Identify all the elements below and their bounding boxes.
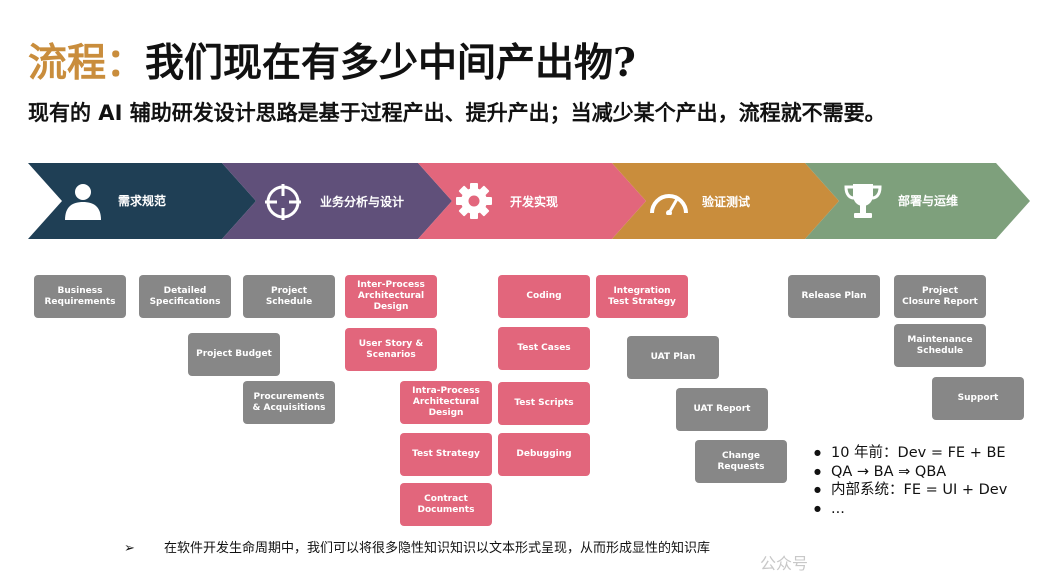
- artifact-change-requests: Change Requests: [695, 440, 787, 483]
- artifact-release-plan: Release Plan: [788, 275, 880, 318]
- artifact-uat-report: UAT Report: [676, 388, 768, 431]
- stage-chevron-2: [222, 163, 452, 239]
- artifact-inter-process-design: Inter-Process Architectural Design: [345, 275, 437, 318]
- stage-chevron-5: [805, 163, 1030, 239]
- artifact-uat-plan: UAT Plan: [627, 336, 719, 379]
- note-item: 内部系统：FE = UI + Dev: [814, 481, 1007, 500]
- title-main: 我们现在有多少中间产出物?: [145, 40, 636, 86]
- artifact-project-closure-report: Project Closure Report: [894, 275, 986, 318]
- artifact-integration-test-strategy: Integration Test Strategy: [596, 275, 688, 318]
- footer-text: 在软件开发生命周期中，我们可以将很多隐性知识知识以文本形式呈现，从而形成显性的知…: [164, 541, 711, 556]
- artifact-test-scripts: Test Scripts: [498, 382, 590, 425]
- artifact-contract-documents: Contract Documents: [400, 483, 492, 526]
- artifact-support: Support: [932, 377, 1024, 420]
- note-item: ...: [814, 500, 1007, 519]
- page-title: 流程：我们现在有多少中间产出物?: [28, 36, 636, 90]
- artifact-debugging: Debugging: [498, 433, 590, 476]
- stage-label-requirements: 需求规范: [118, 194, 167, 208]
- footer-statement: ➢ 在软件开发生命周期中，我们可以将很多隐性知识知识以文本形式呈现，从而形成显性的…: [124, 537, 710, 556]
- note-item: QA → BA ⇒ QBA: [814, 463, 1007, 482]
- artifact-project-schedule: Project Schedule: [243, 275, 335, 318]
- artifact-procurements: Procurements & Acquisitions: [243, 381, 335, 424]
- watermark: 公众号: [760, 554, 809, 573]
- artifact-maintenance-schedule: Maintenance Schedule: [894, 324, 986, 367]
- notes-list: 10 年前：Dev = FE + BE QA → BA ⇒ QBA 内部系统：F…: [814, 444, 1007, 518]
- note-item: 10 年前：Dev = FE + BE: [814, 444, 1007, 463]
- gear-icon: [456, 183, 492, 219]
- artifact-detailed-specifications: Detailed Specifications: [139, 275, 231, 318]
- artifact-user-story: User Story & Scenarios: [345, 328, 437, 371]
- title-accent: 流程：: [28, 40, 146, 86]
- artifact-coding: Coding: [498, 275, 590, 318]
- artifact-business-requirements: Business Requirements: [34, 275, 126, 318]
- artifact-project-budget: Project Budget: [188, 333, 280, 376]
- stage-chevron-4: [612, 163, 839, 239]
- gauge-icon: [650, 194, 688, 215]
- stage-label-development: 开发实现: [510, 195, 559, 209]
- page-subtitle: 现有的 AI 辅助研发设计思路是基于过程产出、提升产出；当减少某个产出，流程就不…: [28, 101, 886, 125]
- stage-label-analysis-design: 业务分析与设计: [320, 195, 405, 209]
- stage-label-testing: 验证测试: [702, 195, 751, 209]
- arrow-bullet-icon: ➢: [124, 541, 135, 556]
- crosshair-icon: [265, 184, 301, 220]
- artifact-test-strategy: Test Strategy: [400, 433, 492, 476]
- artifact-intra-process-design: Intra-Process Architectural Design: [400, 381, 492, 424]
- person-icon: [65, 184, 101, 220]
- stage-chevron-3: [418, 163, 646, 239]
- artifact-test-cases: Test Cases: [498, 327, 590, 370]
- trophy-icon: [844, 184, 882, 218]
- stage-label-deploy-ops: 部署与运维: [898, 194, 959, 208]
